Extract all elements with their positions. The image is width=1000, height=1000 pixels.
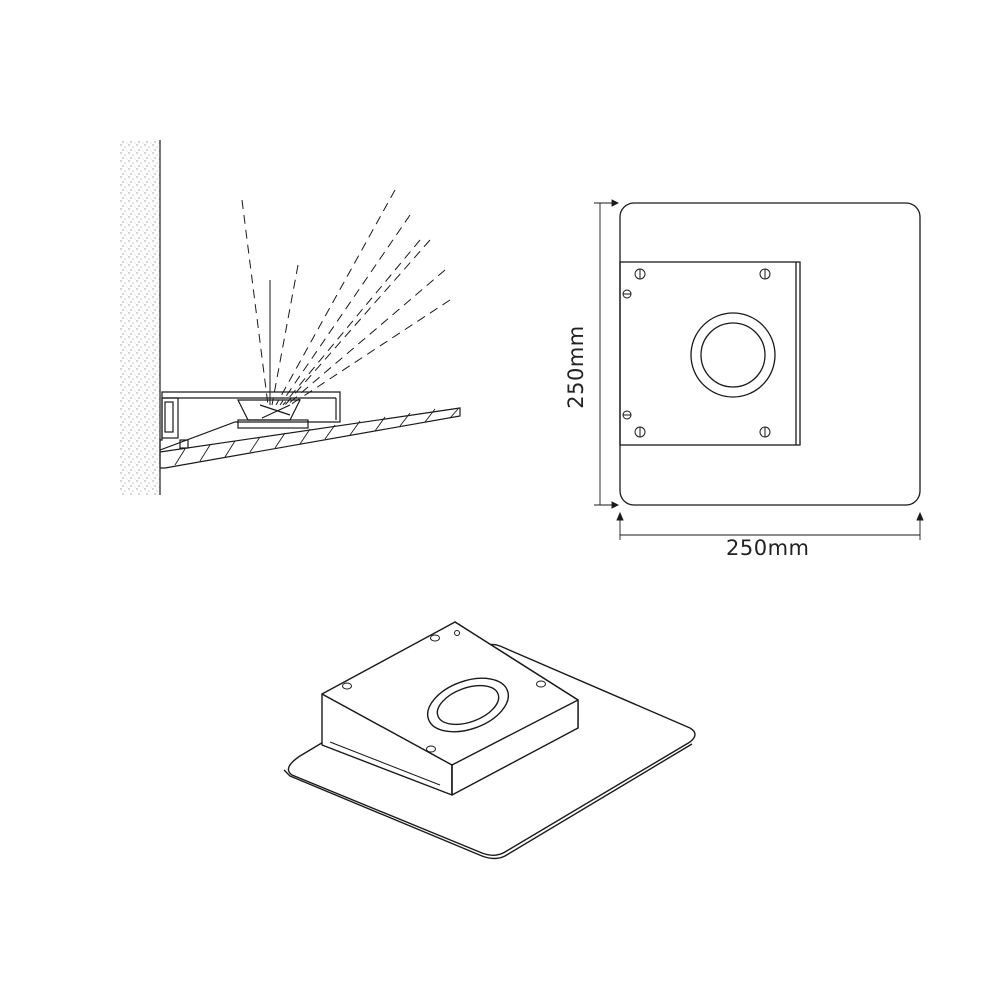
screw-holes [622,268,771,438]
sensor-ring-outer [690,312,776,398]
side-section-view [120,140,461,495]
height-arrow-top [611,199,620,207]
width-dimension-label: 250mm [726,536,810,560]
wall [120,140,160,495]
plate-hatch [174,408,459,466]
housing-section [159,391,341,451]
base-plate-section [159,407,461,469]
sensor-rays [241,189,451,406]
iso-sensor-ring-inner [436,684,500,726]
height-dimension-label: 250mm [563,325,588,409]
iso-base-plate-edge [283,743,693,860]
sensor-ring-inner [700,322,766,388]
housing-top [619,261,801,446]
sensor-module [237,399,301,421]
width-arrow-right [916,511,924,521]
isometric-view [283,621,696,860]
base-plate-top [619,202,921,506]
height-arrow-bottom [611,501,620,509]
top-view [619,202,921,506]
wall-bracket [161,397,179,439]
width-arrow-left [616,511,624,521]
dimension-lines [594,199,924,540]
iso-screws [342,630,546,753]
